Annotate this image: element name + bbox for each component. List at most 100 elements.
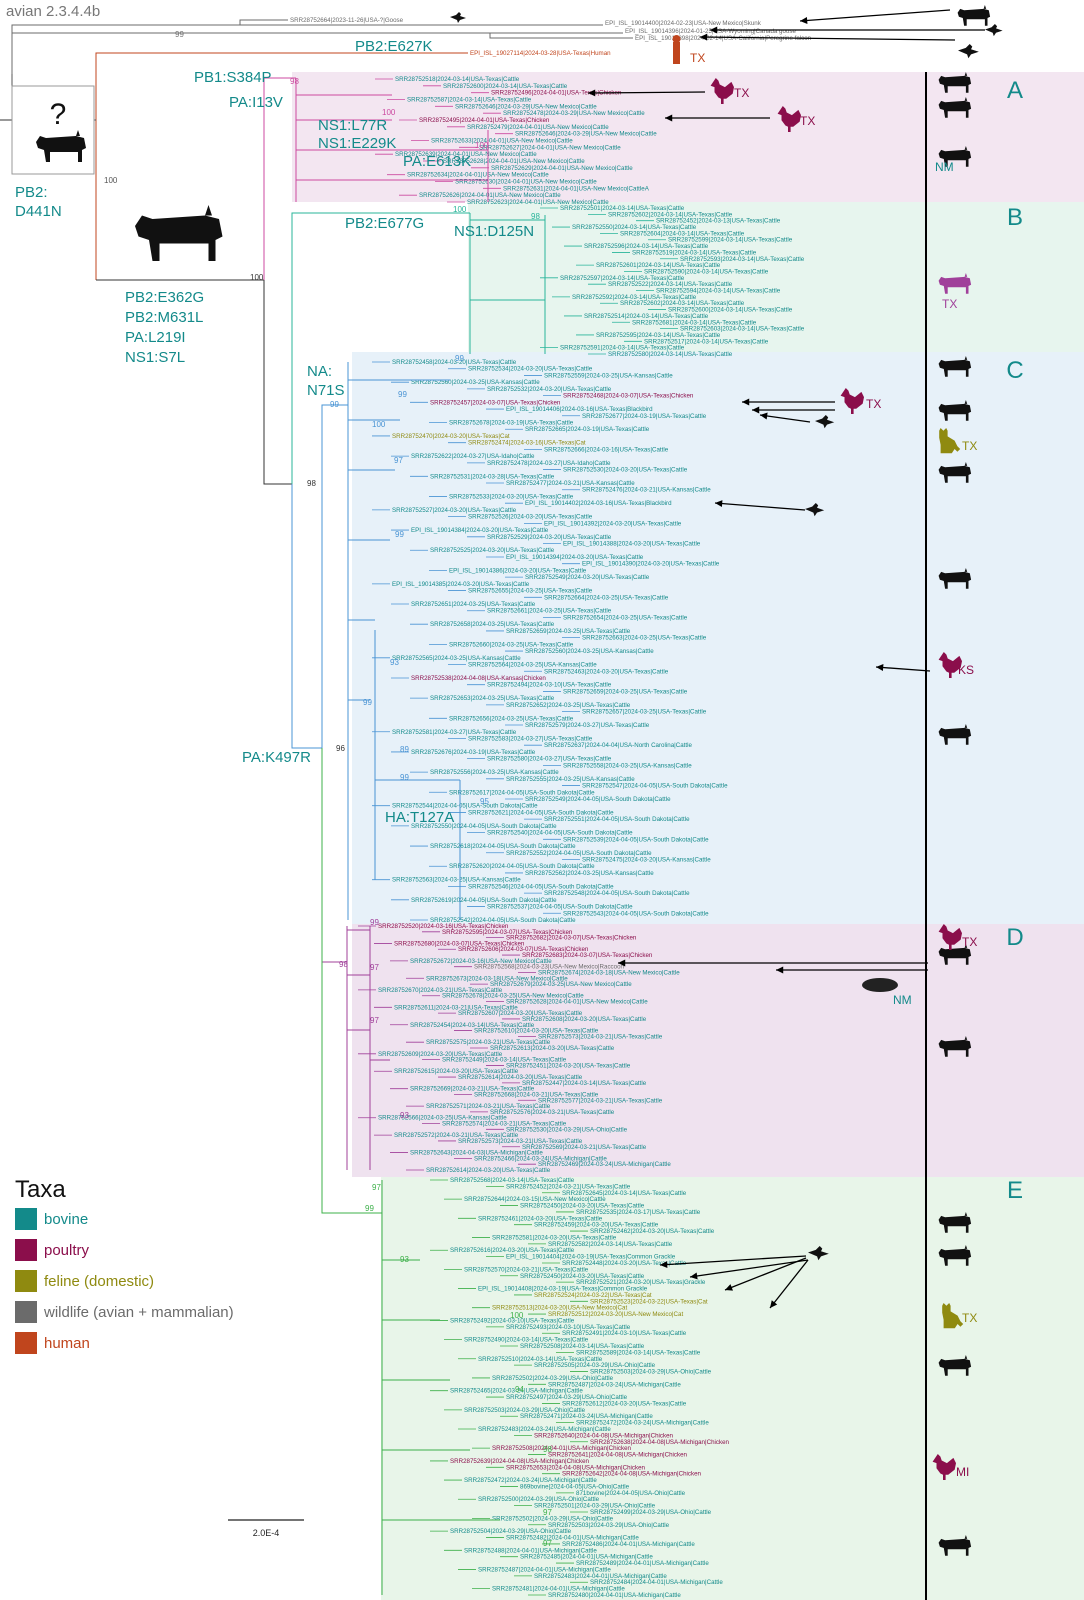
leaf-label: SRR28752504|2024-03-29|USA-Ohio|Cattle <box>450 1528 572 1535</box>
leaf-label: SRR28752654|2024-03-25|USA-Texas|Cattle <box>563 614 688 621</box>
leaf-label: SRR28752501|2024-03-14|USA-Texas|Cattle <box>560 205 685 212</box>
leaf-label: SRR28752508|2024-04-01|USA-Michigan|Chic… <box>492 1445 632 1452</box>
bootstrap-value: 100 <box>382 108 396 117</box>
host-arrow-head <box>715 500 723 508</box>
leaf-label: SRR28752447|2024-03-14|USA-Texas|Cattle <box>522 1080 647 1087</box>
leaf-label: SRR28752478|2024-03-29|USA-New Mexico|Ca… <box>503 110 645 117</box>
leaf-label: SRR28752524|2024-03-22|USA-Texas|Cat <box>534 1292 652 1299</box>
leaf-label: SRR28752462|2024-03-20|USA-Texas|Cattle <box>590 1228 715 1235</box>
clade-letter-E: E <box>1007 1177 1023 1204</box>
clade-letter-B: B <box>1007 204 1023 231</box>
leaf-label: SRR28752520|2024-03-16|USA-Texas|Chicken <box>378 923 509 930</box>
leaf-label: SRR28752601|2024-03-14|USA-Texas|Cattle <box>596 262 721 269</box>
leaf-label: SRR28752677|2024-03-19|USA-Texas|Cattle <box>582 413 707 420</box>
leaf-label: SRR28752646|2024-03-29|USA-New Mexico|Ca… <box>455 103 597 110</box>
leaf-label: SRR28752469|2024-03-24|USA-Michigan|Catt… <box>538 1161 671 1168</box>
clade-D-background <box>352 924 1084 1177</box>
leaf-label: EPI_ISL_19014386|2024-03-20|USA-Texas|Ca… <box>449 567 587 574</box>
leaf-label: SRR28752612|2024-03-20|USA-Texas|Cattle <box>562 1400 687 1407</box>
leaf-label: SRR28752672|2024-03-16|USA-New Mexico|Ca… <box>410 958 552 965</box>
leaf-label: SRR28752527|2024-03-20|USA-Texas|Cattle <box>392 507 517 514</box>
host-arrow-head <box>760 412 768 420</box>
host-arrow-head <box>752 406 760 414</box>
bootstrap-value: 99 <box>330 400 339 409</box>
leaf-label: SRR28752615|2024-03-20|USA-Texas|Cattle <box>394 1068 519 1075</box>
leaf-label: SRR28752550|2024-04-05|USA-South Dakota|… <box>411 823 557 830</box>
leaf-label: SRR28752550|2024-03-14|USA-Texas|Cattle <box>572 224 697 231</box>
leaf-label: SRR28752621|2024-04-05|USA-South Dakota|… <box>468 809 614 816</box>
leaf-label: SRR28752546|2024-04-05|USA-South Dakota|… <box>468 883 614 890</box>
leaf-label: SRR28752454|2024-03-14|USA-Texas|Cattle <box>410 1022 535 1029</box>
leaf-label: SRR28752565|2024-03-25|USA-Kansas|Cattle <box>392 655 521 662</box>
bootstrap-value: 100 <box>453 205 467 214</box>
leaf-label: SRR28752525|2024-03-20|USA-Texas|Cattle <box>430 547 555 554</box>
leaf-label: SRR28752479|2024-04-01|USA-New Mexico|Ca… <box>467 124 609 131</box>
leaf-label: SRR28752459|2024-03-20|USA-Texas|Cattle <box>534 1222 659 1229</box>
leaf-label: EPI_ISL_19014384|2024-03-20|USA-Texas|Ca… <box>411 527 549 534</box>
bootstrap-value: 89 <box>400 745 409 754</box>
leaf-label: EPI_ISL_19014404|2024-03-19|USA-Texas|Co… <box>506 1254 676 1261</box>
leaf-label: SRR28752646|2024-03-29|USA-New Mexico|Ca… <box>515 131 657 138</box>
clade-E-background <box>381 1177 1084 1600</box>
leaf-label: SRR28752472|2024-03-24|USA-Michigan|Catt… <box>464 1477 597 1484</box>
raccoon-icon <box>862 978 898 992</box>
host-arrow-head <box>876 664 884 672</box>
leaf-label: SRR28752564|2024-03-25|USA-Kansas|Cattle <box>468 662 597 669</box>
leaf-label: SRR28752487|2024-04-01|USA-Michigan|Catt… <box>478 1566 611 1573</box>
host-arrow <box>587 91 706 94</box>
legend-item-label: poultry <box>44 1242 90 1259</box>
leaf-label: SRR28752590|2024-03-14|USA-Texas|Cattle <box>644 268 769 275</box>
leaf-label: SRR28752623|2024-04-01|USA-New Mexico|Ca… <box>467 199 609 206</box>
scale-bar-label: 2.0E-4 <box>253 1528 280 1538</box>
bootstrap-value: 93 <box>390 658 399 667</box>
host-arrow <box>714 502 806 511</box>
leaf-label: SRR28752483|2024-03-24|USA-Michigan|Catt… <box>478 1426 611 1433</box>
cow-icon <box>135 205 223 261</box>
leaf-label: SRR28752645|2024-03-14|USA-Texas|Cattle <box>562 1190 687 1197</box>
leaf-label: SRR28752450|2024-03-20|USA-Texas|Cattle <box>520 1203 645 1210</box>
backbone <box>263 280 292 485</box>
mutation-label: D441N <box>15 203 62 220</box>
bootstrap-value: 98 <box>290 77 299 86</box>
leaf-label: SRR28752619|2024-04-05|USA-South Dakota|… <box>411 897 557 904</box>
leaf-label: SRR28752532|2024-03-20|USA-Texas|Cattle <box>487 386 612 393</box>
outgroup-arrow <box>799 9 951 22</box>
bootstrap-value: 97 <box>370 963 379 972</box>
leaf-label: SRR28752629|2024-04-01|USA-New Mexico|Ca… <box>491 165 633 172</box>
legend-swatch <box>15 1332 37 1354</box>
leaf-label: SRR28752637|2024-04-04|USA-North Carolin… <box>544 742 692 749</box>
state-label-mi: MI <box>956 1465 969 1479</box>
leaf-label: SRR28752620|2024-04-05|USA-South Dakota|… <box>449 863 595 870</box>
skunk-icon <box>957 5 991 26</box>
leaf-label: SRR28752493|2024-03-10|USA-Texas|Cattle <box>506 1324 631 1331</box>
leaf-label: SRR28752680|2024-03-07|USA-Texas|Chicken <box>394 940 525 947</box>
bootstrap-value: 100 <box>250 273 264 282</box>
leaf-label: SRR28752523|2024-03-22|USA-Texas|Cat <box>590 1298 708 1305</box>
leaf-label: SRR28752510|2024-03-14|USA-Texas|Cattle <box>478 1356 603 1363</box>
leaf-label: SRR28752610|2024-03-20|USA-Texas|Cattle <box>474 1028 599 1035</box>
leaf-label: 869bovine|2024-04-05|USA-Ohio|Cattle <box>520 1483 630 1490</box>
legend-item-label: human <box>44 1335 90 1352</box>
leaf-label: SRR28752641|2024-04-08|USA-Michigan|Chic… <box>548 1452 688 1459</box>
leaf-label: SRR28752608|2024-03-20|USA-Texas|Cattle <box>522 1016 647 1023</box>
leaf-label: SRR28752607|2024-03-20|USA-Texas|Cattle <box>458 1010 583 1017</box>
leaf-label: SRR28752622|2024-03-27|USA-Idaho|Cattle <box>411 453 535 460</box>
leaf-label: SRR28752517|2024-03-14|USA-Texas|Cattle <box>644 338 769 345</box>
leaf-label: SRR28752485|2024-04-01|USA-Michigan|Catt… <box>520 1554 653 1561</box>
leaf-label: SRR28752602|2024-03-14|USA-Texas|Cattle <box>608 211 733 218</box>
canada-goose-icon <box>985 24 1003 37</box>
leaf-label: SRR28752639|2024-04-08|USA-Michigan|Chic… <box>450 1458 590 1465</box>
leaf-label: SRR28752642|2024-04-08|USA-Michigan|Chic… <box>562 1471 702 1478</box>
bootstrap-value: 100 <box>372 420 386 429</box>
leaf-label: SRR28752537|2024-04-05|USA-South Dakota|… <box>487 904 633 911</box>
leaf-label: SRR28752503|2024-03-29|USA-Ohio|Cattle <box>590 1369 712 1376</box>
leaf-label: EPI_ISL_19014406|2024-03-16|USA-Texas|Bl… <box>506 406 653 413</box>
leaf-label: SRR28752665|2024-03-19|USA-Texas|Cattle <box>525 426 650 433</box>
leaf-label: SRR28752499|2024-03-29|USA-Ohio|Cattle <box>590 1509 712 1516</box>
leaf-label: SRR28752531|2024-03-28|USA-Texas|Cattle <box>430 473 555 480</box>
leaf-label: SRR28752535|2024-03-17|USA-Texas|Cattle <box>576 1209 701 1216</box>
leaf-label: SRR28752644|2024-03-15|USA-New Mexico|Ca… <box>464 1196 606 1203</box>
mutation-label: PB2: <box>15 184 48 201</box>
leaf-label: SRR28752547|2024-04-05|USA-South Dakota|… <box>582 783 728 790</box>
human-icon <box>673 42 680 64</box>
